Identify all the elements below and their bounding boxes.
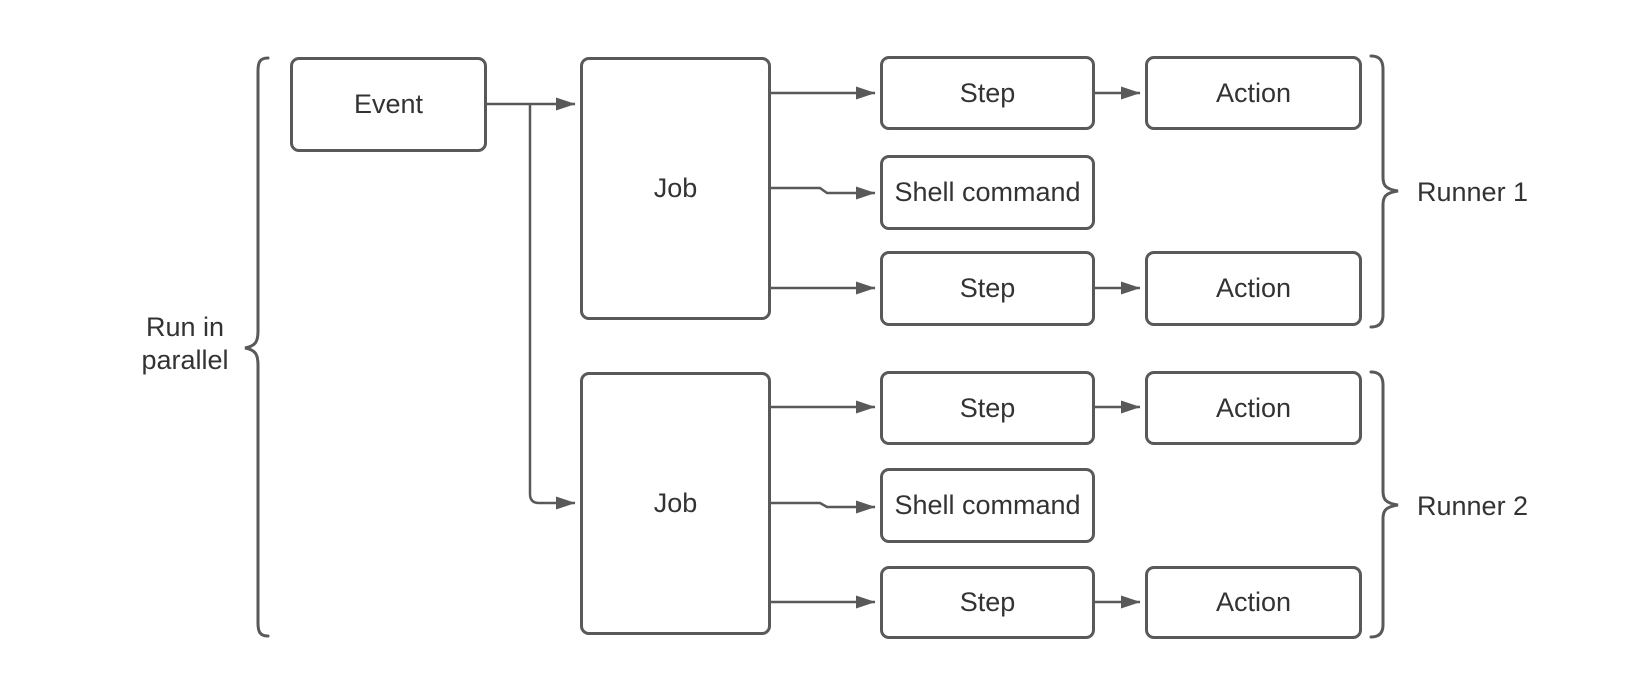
step1-node: Step [880, 56, 1095, 130]
run-in-parallel-label: Run in parallel [141, 312, 229, 375]
shell-command1-node: Shell command [880, 155, 1095, 230]
edge-job2-shell2 [771, 500, 876, 514]
runner1-brace [1369, 54, 1399, 329]
step4-node: Step [880, 566, 1095, 639]
runner2-brace [1369, 370, 1399, 639]
edge-job1-shell1 [771, 186, 876, 200]
action3-node: Action [1145, 371, 1362, 445]
action1-node: Action [1145, 56, 1362, 130]
event-node: Event [290, 57, 487, 152]
runner2-label: Runner 2 [1417, 491, 1529, 521]
job1-node: Job [580, 57, 771, 320]
edge-event-job2 [528, 104, 576, 510]
step3-node: Step [880, 371, 1095, 445]
runner1-label: Runner 1 [1417, 177, 1529, 207]
job2-node: Job [580, 372, 771, 635]
action4-node: Action [1145, 566, 1362, 639]
step2-node: Step [880, 251, 1095, 326]
action2-node: Action [1145, 251, 1362, 326]
shell-command2-node: Shell command [880, 468, 1095, 543]
